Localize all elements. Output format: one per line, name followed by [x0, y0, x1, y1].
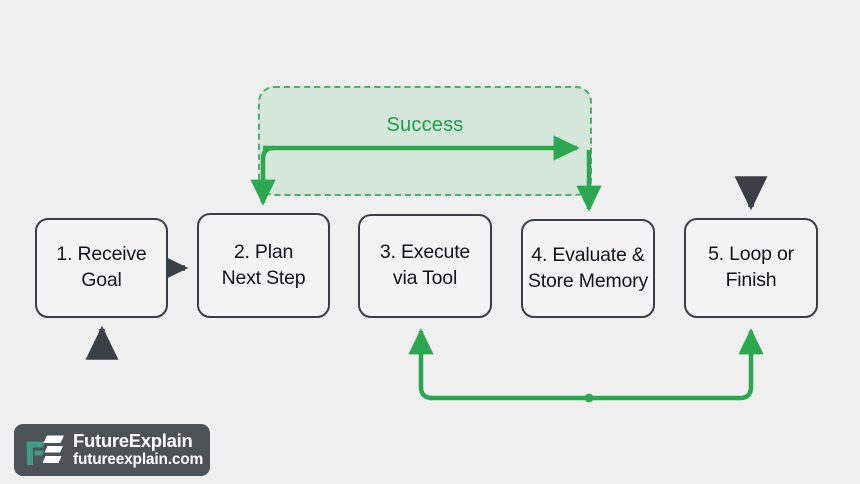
node-evaluate-store-memory[interactable]: 4. Evaluate & Store Memory: [521, 219, 655, 318]
node-plan-next-step-label: 2. Plan Next Step: [221, 240, 306, 289]
node-execute-via-tool-label: 3. Execute via Tool: [379, 241, 471, 289]
node-receive-goal-label: 1. Receive Goal: [56, 243, 147, 291]
logo-badge[interactable]: FutureExplain futureexplain.com: [14, 424, 210, 476]
node-evaluate-store-memory-label: 4. Evaluate & Store Memory: [527, 243, 649, 292]
logo-brand-name: FutureExplain: [73, 430, 193, 452]
connector-loop-back-to-execute-via-tool: [408, 328, 589, 401]
node-plan-next-step[interactable]: 2. Plan Next Step: [197, 213, 330, 318]
success-region: [258, 86, 592, 196]
node-receive-goal[interactable]: 1. Receive Goal: [35, 218, 168, 318]
logo-domain: futureexplain.com: [73, 451, 204, 469]
logo-wordmark: FutureExplain futureexplain.com: [73, 431, 203, 469]
node-loop-or-finish[interactable]: 5. Loop or Finish: [684, 218, 818, 318]
connector-loop-back-to-loop-or-finish: [589, 328, 764, 401]
node-execute-via-tool[interactable]: 3. Execute via Tool: [358, 214, 492, 318]
success-region-label: Success: [386, 114, 464, 136]
fe-monogram-icon: [26, 435, 64, 465]
bottom-bus-junction-dot: [584, 393, 594, 403]
node-loop-or-finish-label: 5. Loop or Finish: [708, 243, 794, 291]
